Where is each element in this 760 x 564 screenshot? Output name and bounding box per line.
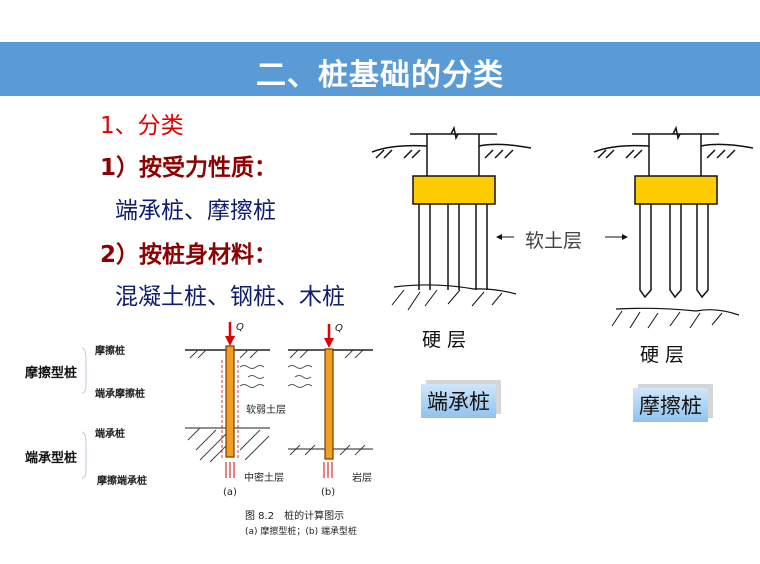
- load-label-a: Q: [236, 322, 244, 333]
- rock-label: 岩层: [352, 473, 372, 484]
- sub-label-3: 端承桩: [95, 429, 125, 440]
- slide-title: 二、桩基础的分类: [256, 58, 504, 93]
- end-bearing-tag: 端承桩: [421, 384, 496, 418]
- figure-caption-sub: (a) 摩擦型桩；(b) 端承型桩: [245, 527, 357, 537]
- outline-item-2: 2）按桩身材料：: [100, 242, 278, 268]
- hard-layer-left-label: 硬 层: [422, 329, 467, 351]
- figure-caption: 图 8.2 桩的计算图示: [245, 511, 345, 522]
- sub-label-2: 端承摩擦桩: [95, 389, 145, 400]
- pile-cap-right: [634, 175, 718, 205]
- case-a-label: (a): [223, 487, 237, 498]
- outline-item-2-values: 混凝土桩、钢桩、木桩: [115, 284, 345, 310]
- friction-type-label: 摩擦型桩: [25, 366, 78, 381]
- sub-label-4: 摩擦端承桩: [97, 476, 147, 487]
- load-label-b: Q: [335, 323, 343, 334]
- soft-layer-label: 软弱土层: [246, 405, 286, 416]
- title-bar: 二、桩基础的分类: [0, 42, 760, 96]
- sub-label-1: 摩擦桩: [95, 346, 125, 357]
- middle-layer-label: 中密土层: [244, 473, 284, 484]
- hard-layer-right-label: 硬 层: [640, 344, 685, 366]
- pile-cap-left: [412, 175, 496, 205]
- case-b-label: (b): [321, 487, 336, 498]
- outline-heading: 1、分类: [100, 113, 184, 139]
- soft-soil-label: 软土层: [525, 230, 583, 252]
- outline-item-1: 1）按受力性质：: [100, 155, 278, 181]
- end-type-label: 端承型桩: [25, 451, 78, 466]
- friction-pile-tag: 摩擦桩: [633, 388, 708, 422]
- outline-item-1-values: 端承桩、摩擦桩: [115, 198, 276, 224]
